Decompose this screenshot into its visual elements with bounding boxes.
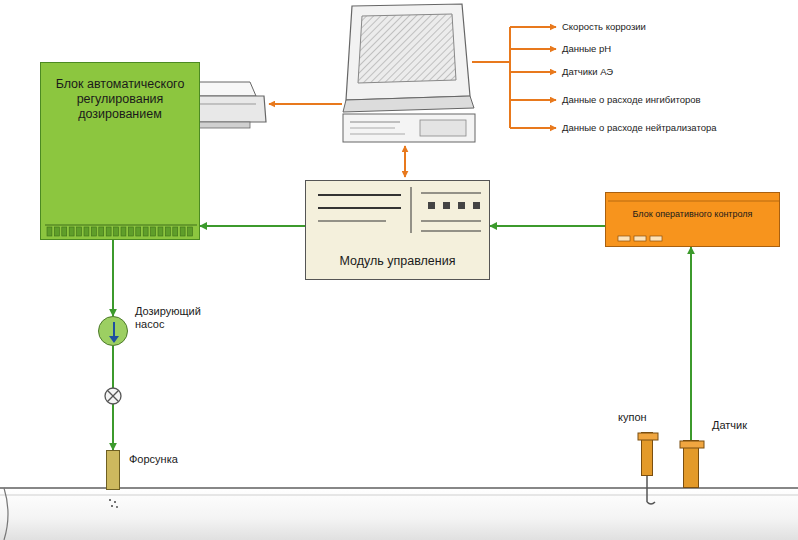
data-output-label: Скорость коррозии: [562, 21, 646, 32]
flow-arrow: [112, 240, 114, 316]
part-label: Датчик: [712, 419, 772, 432]
part-label: Форсунка: [129, 453, 199, 466]
cap-decoration: [642, 433, 652, 475]
slab-decoration: [606, 193, 779, 246]
dosing-pump: Дозирующий насос: [98, 316, 128, 346]
part-label: купон: [618, 411, 668, 424]
control-module: Модуль управления: [305, 180, 490, 280]
box-label: Блок оперативного контроля: [633, 209, 753, 220]
control-block: Блок автоматического регулирования дозир…: [40, 62, 200, 240]
pump-decoration: [99, 317, 127, 345]
monitor-block: Блок оперативного контроля: [605, 192, 780, 247]
data-output-label: Данные о расходе ингибиторов: [562, 94, 701, 105]
coupon-probe: [647, 474, 655, 504]
flow-arrow: [690, 247, 692, 440]
pipe: [0, 488, 798, 540]
data-output-label: Данные о расходе нейтрализатора: [562, 122, 717, 133]
spray: [109, 499, 118, 508]
sensor: Датчик: [683, 440, 699, 488]
data-output-label: Датчики АЭ: [562, 66, 613, 77]
computer: [343, 4, 475, 142]
coupon: купон: [641, 432, 653, 476]
cap-decoration: [684, 441, 698, 487]
part-label: Дозирующий насос: [135, 305, 215, 331]
box-label: Модуль управления: [340, 254, 456, 269]
nozzle: Форсунка: [106, 450, 120, 490]
flow-arrow: [200, 225, 305, 227]
data-output-label: Данные pH: [562, 43, 611, 54]
valve-symbol: [105, 388, 121, 404]
flow-arrow: [490, 225, 605, 227]
data-links: [269, 27, 556, 177]
box-label: Блок автоматического регулирования дозир…: [51, 77, 189, 122]
